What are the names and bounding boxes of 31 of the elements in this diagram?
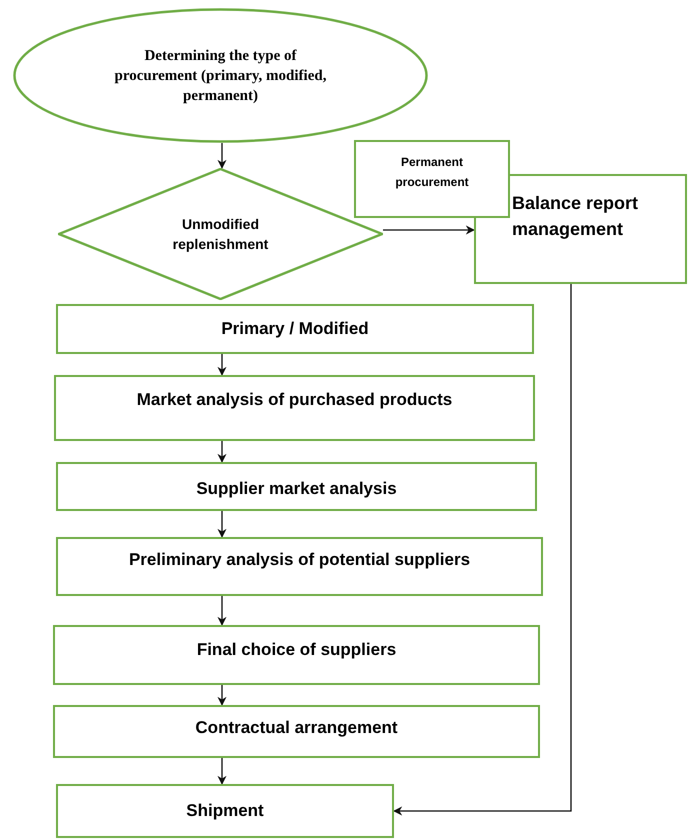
process-box bbox=[56, 537, 543, 596]
process-box bbox=[53, 705, 540, 758]
process-box bbox=[354, 140, 510, 218]
node-label: Supplier market analysis bbox=[196, 478, 397, 500]
node-label: Permanent procurement bbox=[394, 154, 470, 191]
process-box bbox=[474, 174, 687, 284]
process-box bbox=[56, 462, 537, 511]
arrow bbox=[217, 441, 227, 463]
arrow bbox=[217, 685, 227, 706]
arrow bbox=[217, 354, 227, 376]
node-label: Market analysis of purchased products bbox=[136, 389, 452, 411]
process-box bbox=[56, 304, 534, 354]
node-label: Preliminary analysis of potential suppliers bbox=[128, 549, 470, 571]
process-box bbox=[56, 784, 394, 838]
arrow bbox=[217, 758, 227, 785]
process-box bbox=[53, 625, 540, 685]
node-label: Final choice of suppliers bbox=[196, 639, 396, 661]
node-label: Contractual arrangement bbox=[195, 717, 398, 739]
arrow bbox=[217, 596, 227, 626]
arrow bbox=[217, 511, 227, 538]
arrow bbox=[393, 284, 572, 816]
node-label: Unmodified replenishment bbox=[172, 215, 270, 254]
arrow bbox=[383, 225, 475, 235]
node-label: Primary / Modified bbox=[221, 318, 369, 340]
decision-diamond bbox=[58, 168, 383, 300]
node-label: Shipment bbox=[186, 800, 264, 822]
node-label: Determining the type of procurement (primary, modified, permanent) bbox=[114, 46, 328, 106]
start-ellipse bbox=[13, 8, 428, 143]
process-box bbox=[54, 375, 535, 441]
node-label: Balance report management bbox=[512, 192, 640, 241]
arrow bbox=[217, 143, 227, 169]
